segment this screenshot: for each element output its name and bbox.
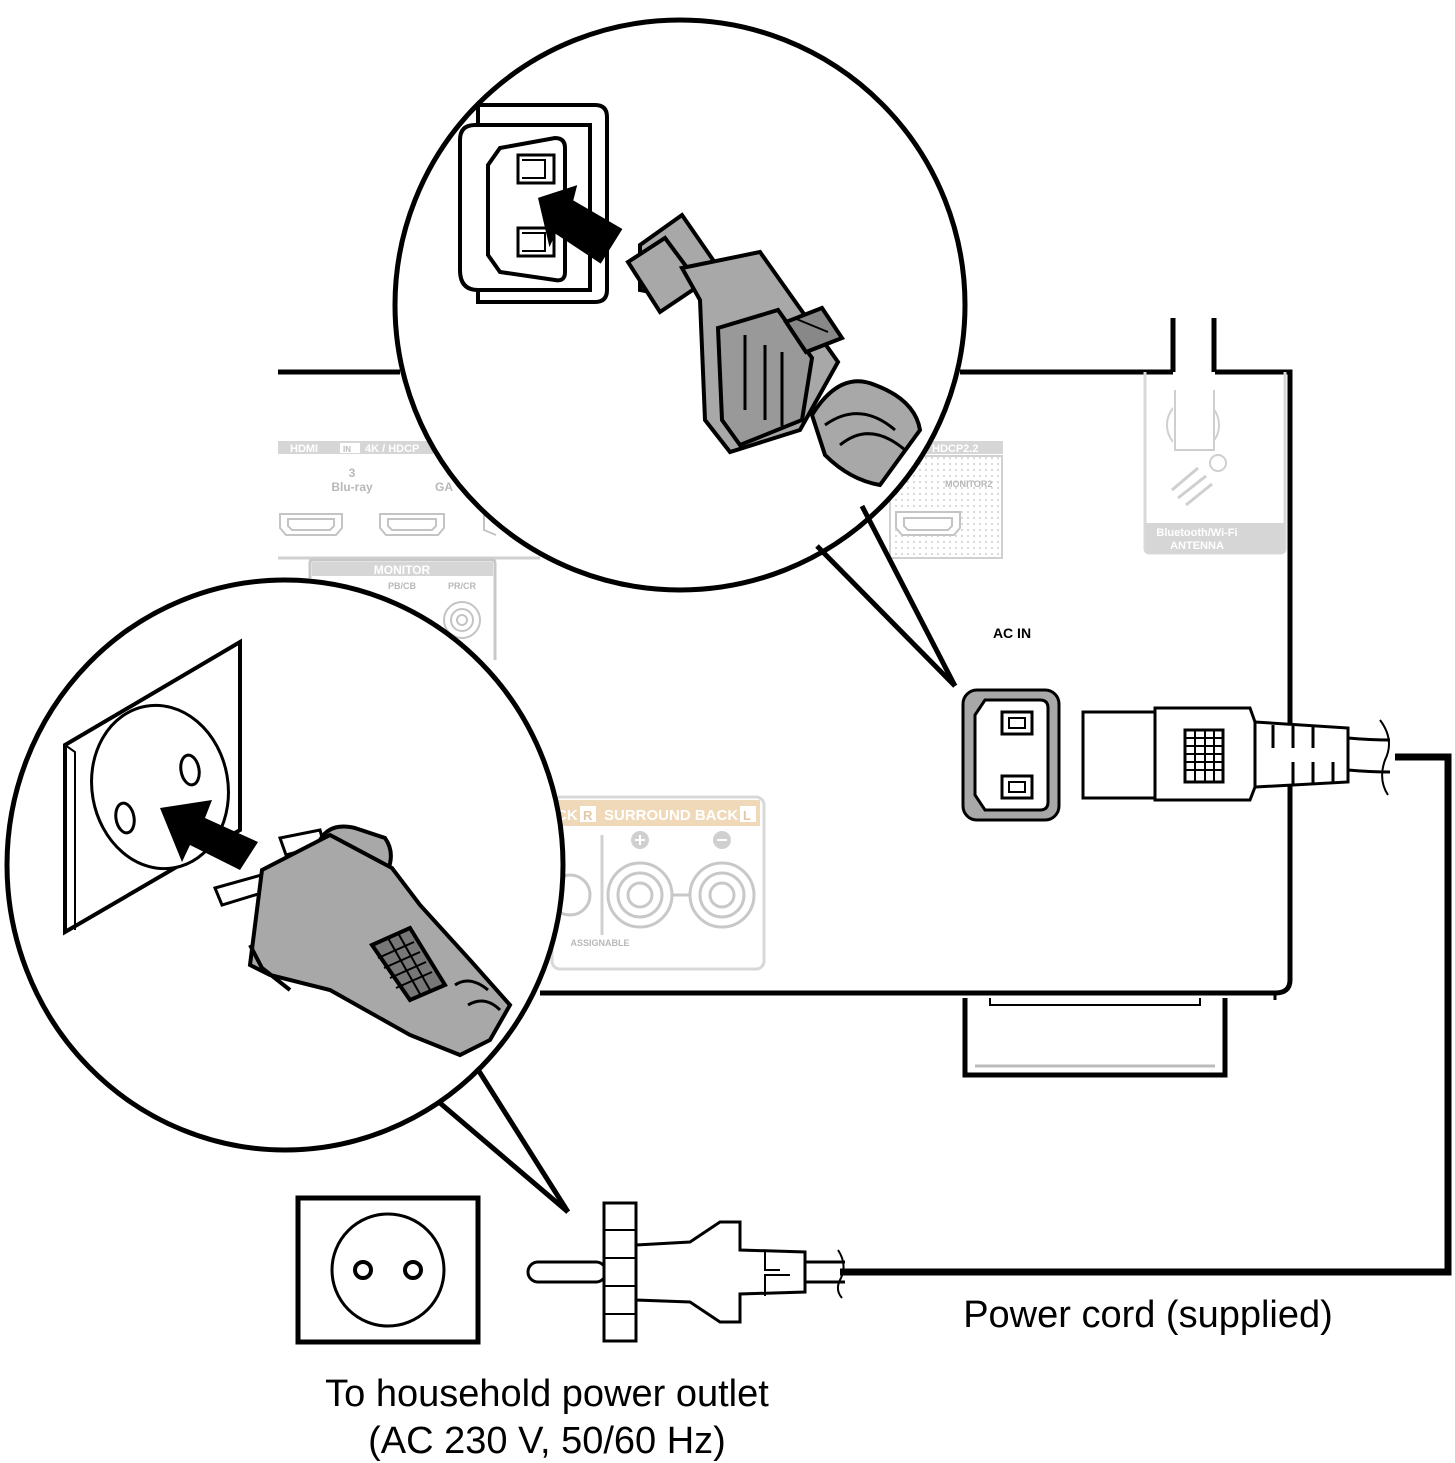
assignable-label: ASSIGNABLE	[570, 938, 629, 948]
hdmi-in-badge: IN	[343, 445, 351, 454]
hdmi-spec: 4K / HDCP	[365, 443, 419, 455]
antenna-label-2: ANTENNA	[1170, 540, 1224, 552]
power-cord	[840, 753, 1452, 1276]
hdcp-right: HDCP2.2	[932, 443, 978, 455]
hdmi-input-next: GA	[435, 480, 453, 494]
outlet-label-line2: (AC 230 V, 50/60 Hz)	[368, 1420, 726, 1462]
antenna-section: Bluetooth/Wi-Fi ANTENNA	[1143, 315, 1287, 555]
monitor-header: MONITOR	[374, 563, 431, 577]
hdmi-header: HDMI	[290, 443, 318, 455]
hdmi-input-number: 3	[349, 466, 356, 480]
iec-connector	[1081, 706, 1391, 802]
antenna-label-1: Bluetooth/Wi-Fi	[1156, 527, 1237, 539]
receiver-rear-panel: HDMI IN 4K / HDCP 3 Blu-ray GA MONITOR P…	[278, 315, 1293, 1078]
hdmi-port	[895, 511, 961, 536]
pr-cr-label: PR/CR	[448, 581, 477, 591]
pb-cb-label: PB/CB	[388, 581, 417, 591]
surround-back-label: SURROUND BACK	[604, 807, 738, 824]
ac-in-label: AC IN	[993, 625, 1031, 641]
insert-arrow	[160, 800, 258, 870]
receiver-foot	[962, 998, 1228, 1078]
wall-outlet-icon	[295, 1195, 481, 1345]
hdmi-port	[379, 513, 445, 536]
hdmi-port	[279, 513, 343, 536]
outlet-label-line1: To household power outlet	[325, 1373, 769, 1415]
surround-r-badge: R	[583, 808, 593, 823]
power-plug-side	[526, 1201, 845, 1343]
surround-l-badge: L	[743, 808, 751, 823]
ac-in-socket	[961, 688, 1061, 822]
insert-arrow	[538, 185, 623, 264]
surround-back-terminals: CK R SURROUND BACK L ASSIGNABLE	[548, 795, 766, 971]
rca-jack	[443, 601, 481, 639]
hdmi-input-name: Blu-ray	[331, 480, 373, 494]
iec-callout	[392, 17, 968, 688]
monitor2-label: MONITOR2	[945, 479, 992, 489]
wall-plug-callout	[4, 577, 571, 1214]
power-cord-label: Power cord (supplied)	[963, 1294, 1333, 1336]
